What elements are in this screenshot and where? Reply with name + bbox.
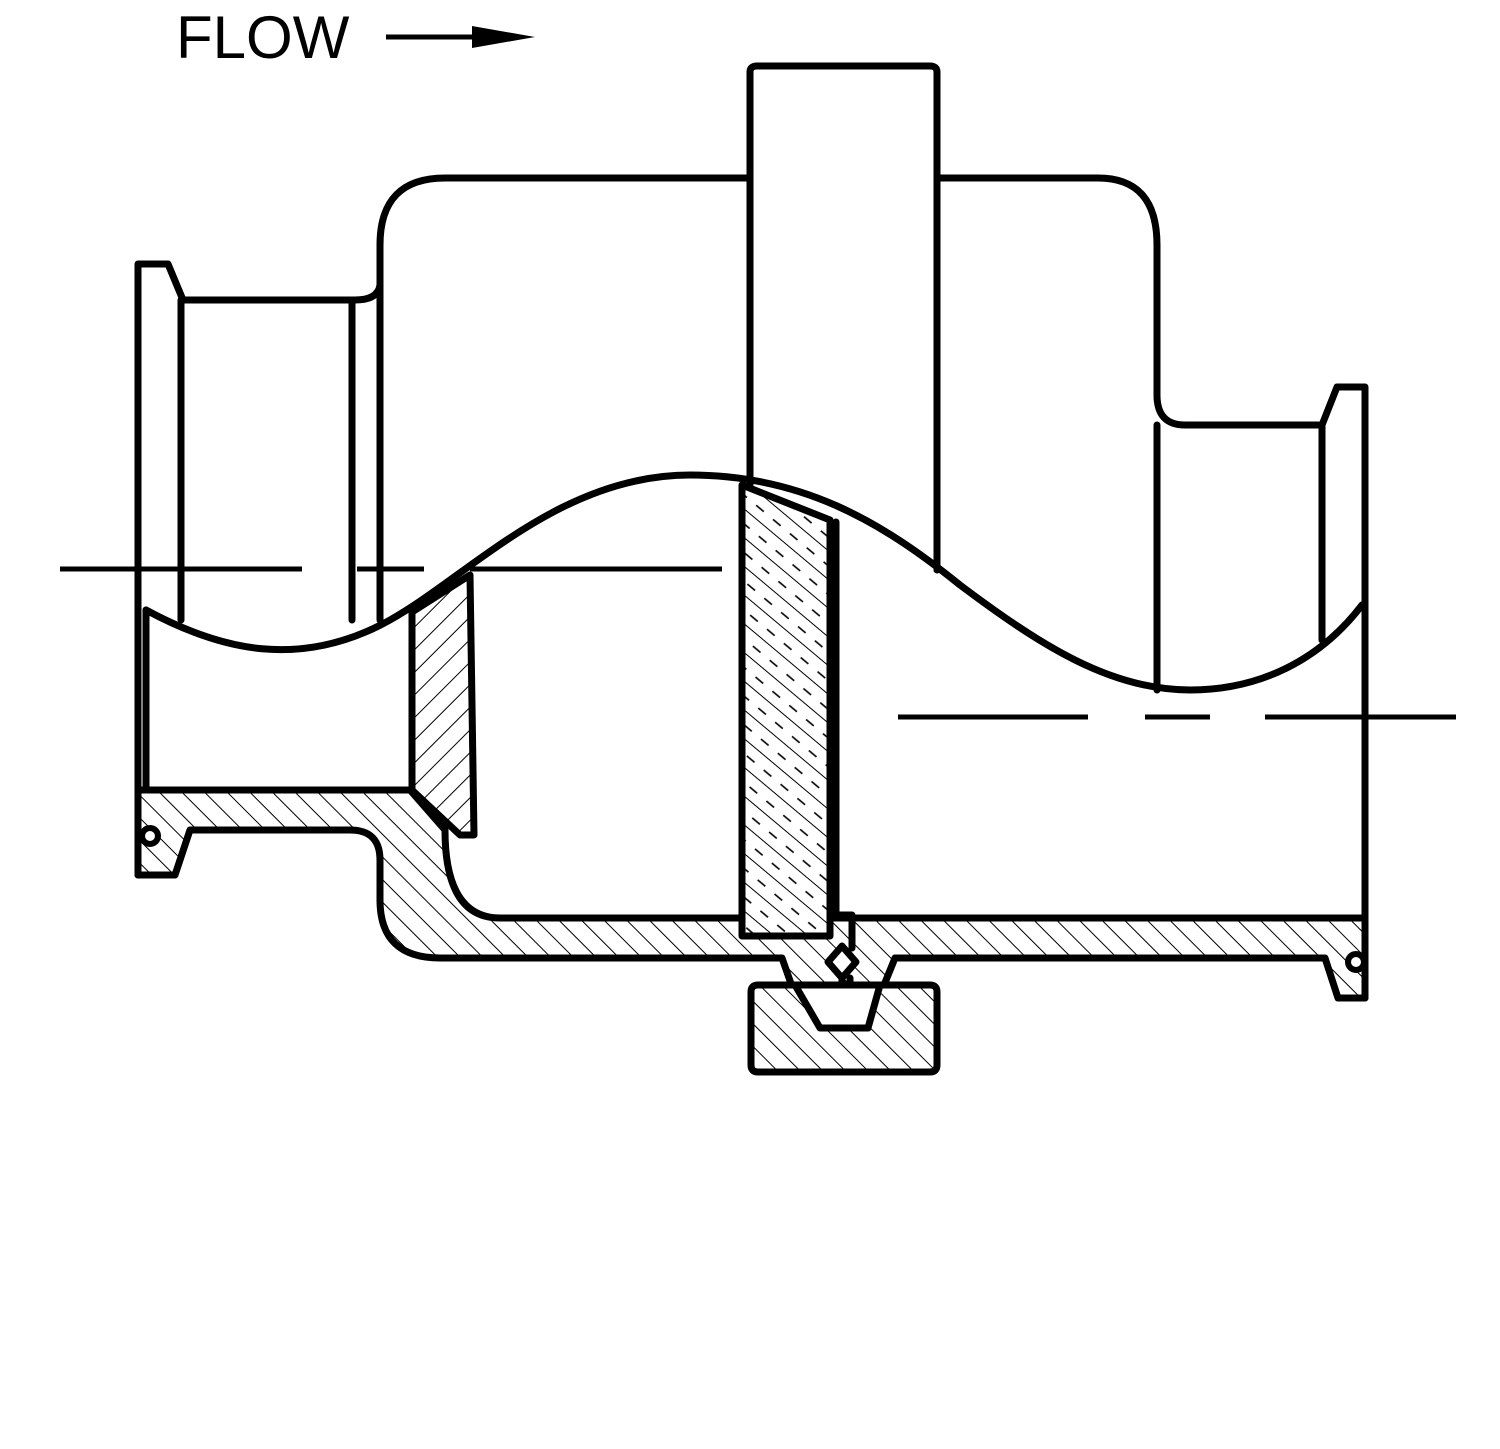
arrow-right-icon — [386, 26, 535, 48]
valve-body-outline — [376, 174, 1326, 624]
inlet-seat-section — [408, 571, 478, 839]
valve-stem-section — [738, 481, 834, 940]
lower-wall-section — [134, 786, 1369, 1002]
outlet-ferrule — [1153, 383, 1369, 1002]
inlet-gasket-bead — [139, 825, 161, 847]
clamp-groove — [791, 981, 884, 1032]
inlet-ferrule — [134, 260, 384, 879]
flow-label: FLOW — [176, 4, 350, 71]
valve-stem-upper — [746, 62, 941, 574]
section-break-line — [142, 471, 1366, 694]
outlet-gasket-bead — [1345, 951, 1367, 973]
